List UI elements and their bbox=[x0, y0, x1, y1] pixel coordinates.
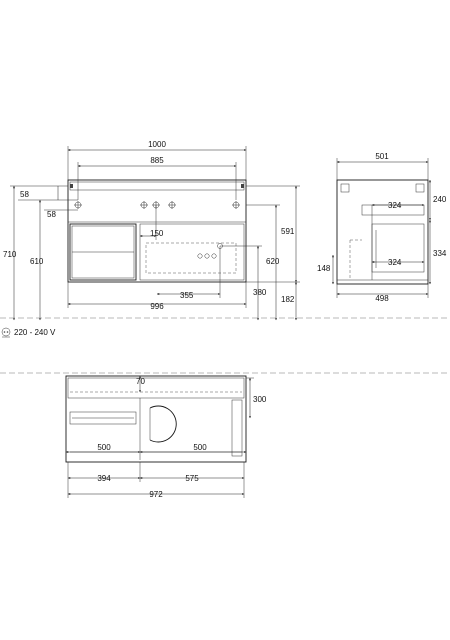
dim-side-depth-top: 501 bbox=[375, 152, 389, 161]
dim-height-182: 182 bbox=[281, 295, 295, 304]
top-siphon-cutout bbox=[149, 405, 177, 443]
dim-height-total: 710 bbox=[3, 250, 17, 259]
front-fixing-points bbox=[74, 201, 240, 209]
side-view: 501 324 324 240 334 148 498 bbox=[317, 152, 447, 303]
plug-socket-icon bbox=[1, 327, 11, 338]
front-left-drawer bbox=[69, 223, 137, 281]
front-siphon-box bbox=[145, 242, 237, 274]
dim-width-inner: 885 bbox=[150, 156, 164, 165]
top-left-drawer bbox=[69, 411, 137, 425]
dim-top-drawer-left: 500 bbox=[97, 443, 111, 452]
dim-top-depth-300: 300 bbox=[253, 395, 267, 404]
dim-top-width-575: 575 bbox=[185, 474, 199, 483]
top-view: 70 300 500 500 394 575 972 bbox=[65, 375, 267, 499]
dim-top-offset-70: 70 bbox=[136, 377, 145, 386]
dim-side-shelf-bottom: 324 bbox=[388, 258, 402, 267]
dim-height-610: 610 bbox=[30, 257, 44, 266]
dim-height-591: 591 bbox=[281, 227, 295, 236]
side-cabinet-outline bbox=[336, 179, 429, 285]
dim-top-width-972: 972 bbox=[149, 490, 163, 499]
dim-width-total: 1000 bbox=[148, 140, 166, 149]
dim-top-drawer-right: 500 bbox=[193, 443, 207, 452]
dim-side-height-148: 148 bbox=[317, 264, 331, 273]
dim-width-996: 996 bbox=[150, 302, 164, 311]
electrical-note: 220 - 240 V bbox=[1, 327, 56, 338]
dim-offset-58-top: 58 bbox=[20, 190, 29, 199]
dim-height-380: 380 bbox=[253, 288, 267, 297]
front-right-compartment bbox=[139, 223, 245, 281]
dim-side-depth-bottom: 498 bbox=[375, 294, 389, 303]
dim-offset-150: 150 bbox=[150, 229, 164, 238]
top-cabinet-outline bbox=[65, 375, 247, 463]
dim-side-height-240: 240 bbox=[433, 195, 447, 204]
dim-side-shelf-top: 324 bbox=[388, 201, 402, 210]
front-top-rail bbox=[69, 181, 245, 191]
dim-height-620: 620 bbox=[266, 257, 280, 266]
dim-side-height-334: 334 bbox=[433, 249, 447, 258]
dim-offset-355: 355 bbox=[180, 291, 194, 300]
front-view: 1000 885 710 610 58 58 591 620 380 182 bbox=[3, 140, 300, 321]
dim-top-width-394: 394 bbox=[97, 474, 111, 483]
front-cabinet-outline bbox=[67, 179, 247, 283]
voltage-label: 220 - 240 V bbox=[14, 328, 56, 337]
dim-offset-58-bottom: 58 bbox=[47, 210, 56, 219]
